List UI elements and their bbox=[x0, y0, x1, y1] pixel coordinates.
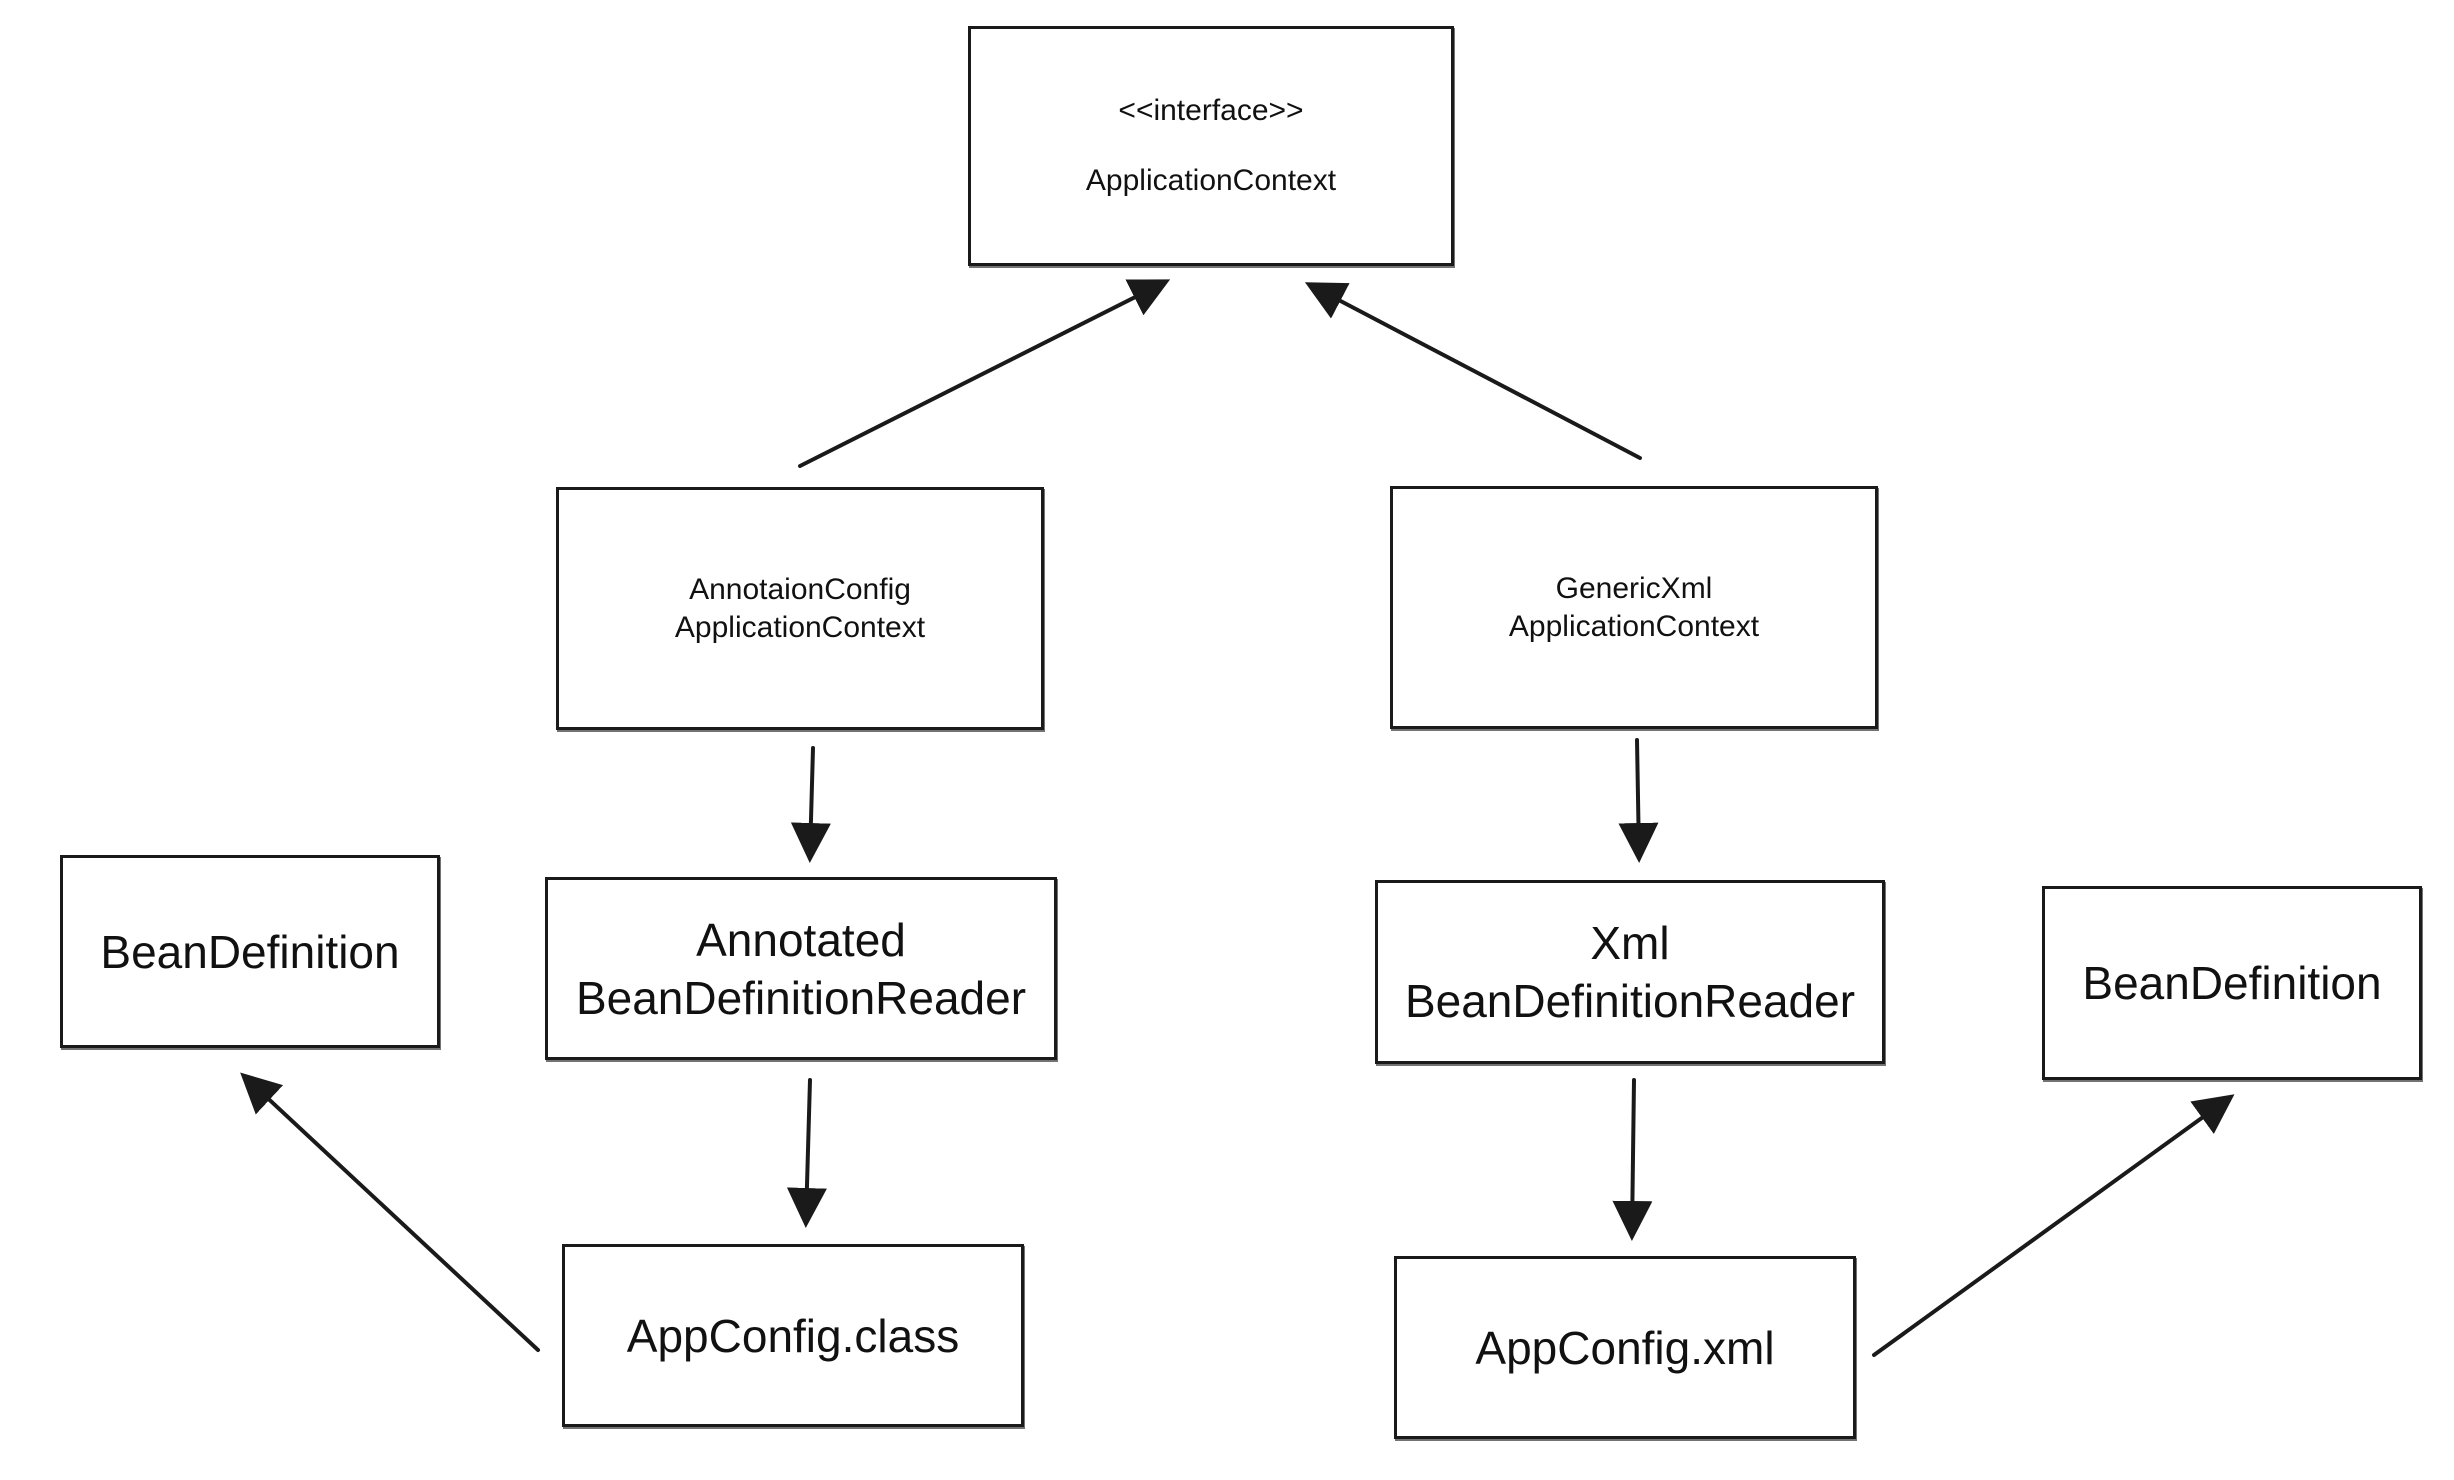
generic-xml-application-context-box: GenericXml ApplicationContext bbox=[1390, 486, 1878, 729]
appconfig-xml-box: AppConfig.xml bbox=[1394, 1256, 1856, 1439]
edge-appconfig-class-to-bean-definition-left bbox=[240, 1072, 540, 1352]
xml-bean-definition-reader-box: Xml BeanDefinitionReader bbox=[1375, 880, 1885, 1064]
bean-definition-left-label: BeanDefinition bbox=[100, 925, 400, 978]
edge-annotation-config-to-annotated-reader bbox=[790, 746, 831, 863]
edge-xml-reader-to-appconfig-xml bbox=[1612, 1078, 1653, 1241]
annotation-config-line1: AnnotaionConfig bbox=[689, 572, 911, 606]
annotated-reader-line1: Annotated bbox=[696, 913, 906, 966]
generic-xml-line2: ApplicationContext bbox=[1508, 609, 1760, 643]
bean-definition-left-box: BeanDefinition bbox=[60, 855, 440, 1048]
annotated-reader-line2: BeanDefinitionReader bbox=[575, 971, 1027, 1024]
appconfig-xml-label: AppConfig.xml bbox=[1475, 1321, 1775, 1374]
edge-annotated-reader-to-appconfig-class bbox=[786, 1078, 827, 1228]
bean-definition-right-box: BeanDefinition bbox=[2042, 886, 2422, 1080]
edge-generic-xml-to-application-context bbox=[1304, 282, 1642, 460]
interface-stereotype: <<interface>> bbox=[1118, 94, 1304, 127]
application-context-interface-box: <<interface>> ApplicationContext bbox=[968, 26, 1454, 266]
edge-generic-xml-to-xml-reader bbox=[1618, 738, 1659, 863]
application-context-name: ApplicationContext bbox=[1085, 164, 1337, 197]
annotated-bean-definition-reader-box: Annotated BeanDefinitionReader bbox=[545, 877, 1057, 1060]
edge-appconfig-xml-to-bean-definition-right bbox=[1872, 1094, 2235, 1357]
xml-reader-line1: Xml bbox=[1590, 917, 1670, 969]
appconfig-class-label: AppConfig.class bbox=[626, 1309, 960, 1362]
bean-definition-right-label: BeanDefinition bbox=[2082, 957, 2382, 1009]
appconfig-class-box: AppConfig.class bbox=[562, 1244, 1024, 1427]
edge-annotation-config-to-application-context bbox=[798, 279, 1171, 468]
xml-reader-line2: BeanDefinitionReader bbox=[1404, 975, 1856, 1027]
annotation-config-application-context-box: AnnotaionConfig ApplicationContext bbox=[556, 487, 1044, 730]
generic-xml-line1: GenericXml bbox=[1555, 571, 1713, 605]
annotation-config-line2: ApplicationContext bbox=[674, 610, 926, 644]
